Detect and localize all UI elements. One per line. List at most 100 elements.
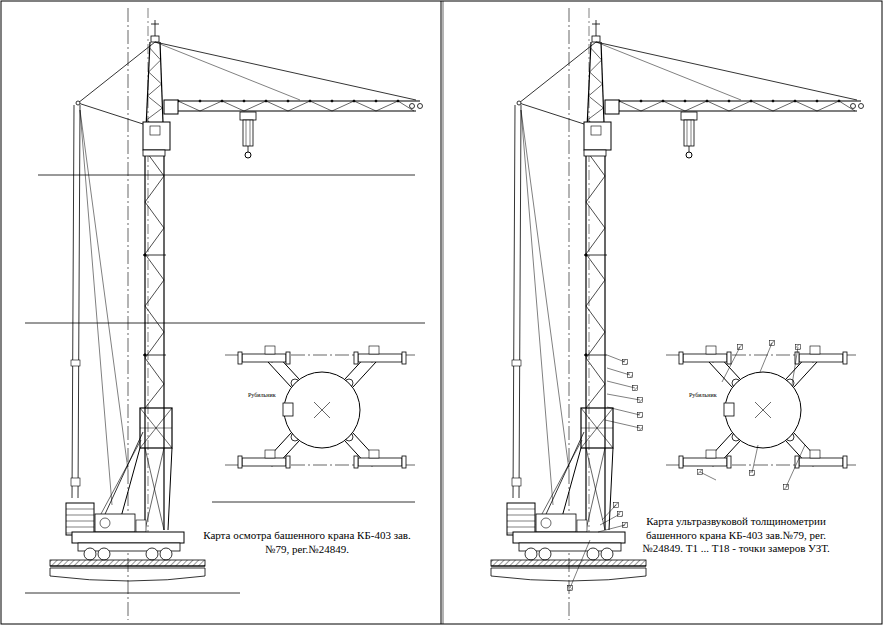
- crane-elevation: [491, 8, 864, 620]
- leader-line: [786, 445, 805, 487]
- drawing-stroke: [727, 352, 731, 364]
- drawing-stroke: [143, 255, 166, 256]
- slewing-ring: [584, 150, 606, 156]
- drawing-stroke: [843, 456, 847, 468]
- leader-line: [607, 381, 635, 388]
- switch-box: [724, 403, 734, 416]
- stay-rope: [519, 103, 584, 124]
- drawing-stroke: [375, 100, 377, 102]
- drawing-stroke: [140, 428, 172, 429]
- drawing-stroke: [586, 306, 605, 332]
- drawing-stroke: [541, 518, 551, 528]
- drawing-stroke: [178, 101, 200, 111]
- leader-line: [598, 525, 625, 532]
- drawing-stroke: [145, 254, 164, 280]
- measurement-marker: [698, 470, 703, 475]
- drawing-stroke: [773, 101, 795, 111]
- drawing-stroke: [851, 104, 856, 109]
- wheel: [98, 548, 110, 560]
- stay-rope: [72, 105, 74, 498]
- stay-rope: [519, 42, 596, 103]
- drawing-stroke: [585, 354, 587, 356]
- leader-line: [760, 343, 772, 372]
- leader-line: [607, 368, 630, 375]
- stay-rope: [78, 103, 143, 124]
- drawing-stroke: [586, 332, 605, 358]
- drawing-stroke: [310, 101, 332, 111]
- tower-mast: [585, 150, 586, 530]
- stay-rope: [80, 110, 128, 470]
- reference-line: [38, 175, 415, 176]
- drawing-stroke: [287, 100, 289, 102]
- drawing-stroke: [66, 509, 94, 510]
- tower-top: [155, 20, 156, 36]
- drawing-stroke: [148, 84, 162, 96]
- drawing-stroke: [314, 402, 330, 418]
- slewing-ring: [143, 150, 165, 156]
- drawing-stroke: [71, 478, 80, 486]
- bogie: [242, 458, 286, 466]
- brace: [95, 440, 141, 525]
- drawing-stroke: [586, 384, 605, 408]
- stay-rope: [80, 110, 112, 505]
- trolley: [240, 112, 256, 120]
- drawing-stroke: [145, 280, 164, 306]
- pendant-rope: [155, 42, 300, 100]
- wheel: [160, 548, 172, 560]
- leader-line: [570, 540, 590, 588]
- measurement-marker: [628, 373, 633, 378]
- drawing-stroke: [418, 104, 423, 109]
- drawing-stroke: [581, 408, 613, 448]
- portal-section: [140, 408, 172, 448]
- drawing-stroke: [586, 448, 605, 530]
- tower-top: [592, 24, 600, 25]
- bogie: [683, 458, 727, 466]
- drawing-stroke: [517, 101, 521, 105]
- drawing-stroke: [584, 355, 607, 356]
- drawing-stroke: [591, 48, 602, 60]
- drawing-stroke: [619, 101, 641, 111]
- drawing-stroke: [354, 101, 376, 111]
- drawing-stroke: [590, 60, 602, 72]
- drawing-stroke: [586, 448, 605, 530]
- drawing-stroke: [402, 352, 406, 364]
- tower-top: [592, 36, 600, 42]
- drawing-stroke: [145, 306, 164, 332]
- drawing-stroke: [750, 100, 752, 102]
- measurement-marker: [618, 512, 623, 517]
- drawing-stroke: [729, 101, 751, 111]
- drawing-stroke: [810, 450, 820, 458]
- operator-cab: [150, 126, 160, 135]
- trolley: [681, 112, 697, 120]
- outrigger: [268, 362, 291, 387]
- drawing-stroke: [376, 101, 398, 111]
- leader-line: [605, 420, 640, 428]
- drawing-stroke: [586, 202, 605, 228]
- drawing-stroke: [286, 456, 290, 468]
- drawing-stroke: [145, 176, 164, 202]
- rail-bed: [50, 565, 205, 566]
- drawing-stroke: [145, 202, 164, 228]
- jib-heel: [605, 100, 619, 114]
- brace: [541, 432, 584, 525]
- drawing-stroke: [265, 450, 275, 458]
- measurement-marker: [638, 398, 643, 403]
- drawing-stroke: [728, 100, 730, 102]
- stay-rope: [513, 105, 515, 498]
- rail-bed: [491, 560, 646, 566]
- measurement-marker: [738, 345, 743, 350]
- drawing-stroke: [397, 100, 399, 102]
- tower-mast: [604, 150, 605, 530]
- outrigger: [353, 362, 376, 387]
- jib: [172, 110, 416, 111]
- outrigger: [794, 362, 817, 387]
- drawing-stroke: [265, 100, 267, 102]
- reference-line: [212, 502, 415, 503]
- drawing-stroke: [581, 428, 613, 429]
- drawing-stroke: [266, 101, 288, 111]
- rail-bed: [50, 560, 205, 566]
- drawing-stroke: [238, 352, 242, 364]
- measurement-marker: [750, 471, 755, 476]
- brace: [100, 432, 143, 525]
